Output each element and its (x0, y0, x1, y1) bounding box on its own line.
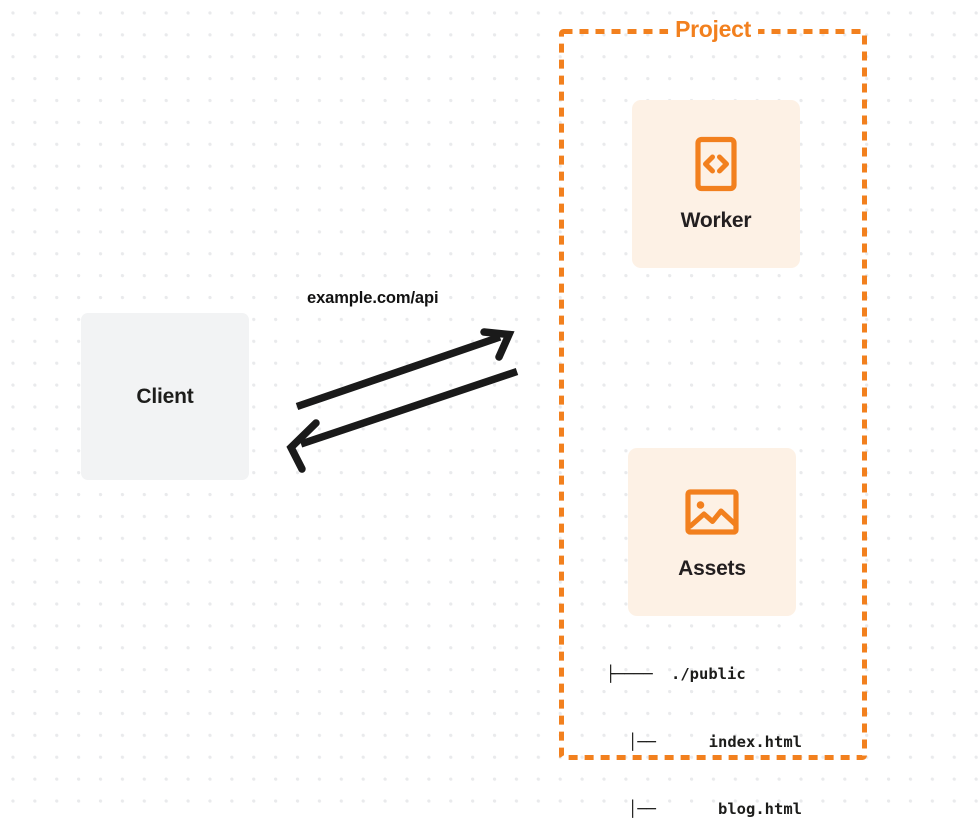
tree-name-0: ./public (671, 665, 746, 683)
response-arrow (286, 367, 519, 473)
file-tree-names: ./public index.html blog.html contact.ht… (606, 618, 802, 818)
tree-branch-0: ├──── (606, 665, 653, 683)
client-label: Client (136, 384, 194, 408)
tree-branch-1: │── (628, 732, 656, 751)
tree-name-2: blog.html (718, 800, 802, 818)
tree-branch-2: │── (628, 800, 656, 818)
assets-node[interactable]: Assets (628, 448, 796, 616)
project-boundary: Project (559, 15, 867, 760)
client-node[interactable]: Client (81, 313, 249, 480)
connection-label: example.com/api (307, 289, 439, 307)
worker-label: Worker (680, 209, 752, 232)
assets-label: Assets (678, 557, 746, 580)
project-title: Project (668, 15, 758, 43)
request-arrow (295, 328, 515, 411)
file-tree-branches: ├──── │── │── │── (606, 618, 662, 818)
code-brackets-icon (687, 135, 745, 193)
assets-file-tree: ├──── │── │── │── ./public index.html bl… (606, 618, 804, 818)
image-icon (683, 483, 741, 541)
worker-node[interactable]: Worker (632, 100, 800, 268)
tree-name-1: index.html (708, 732, 802, 751)
